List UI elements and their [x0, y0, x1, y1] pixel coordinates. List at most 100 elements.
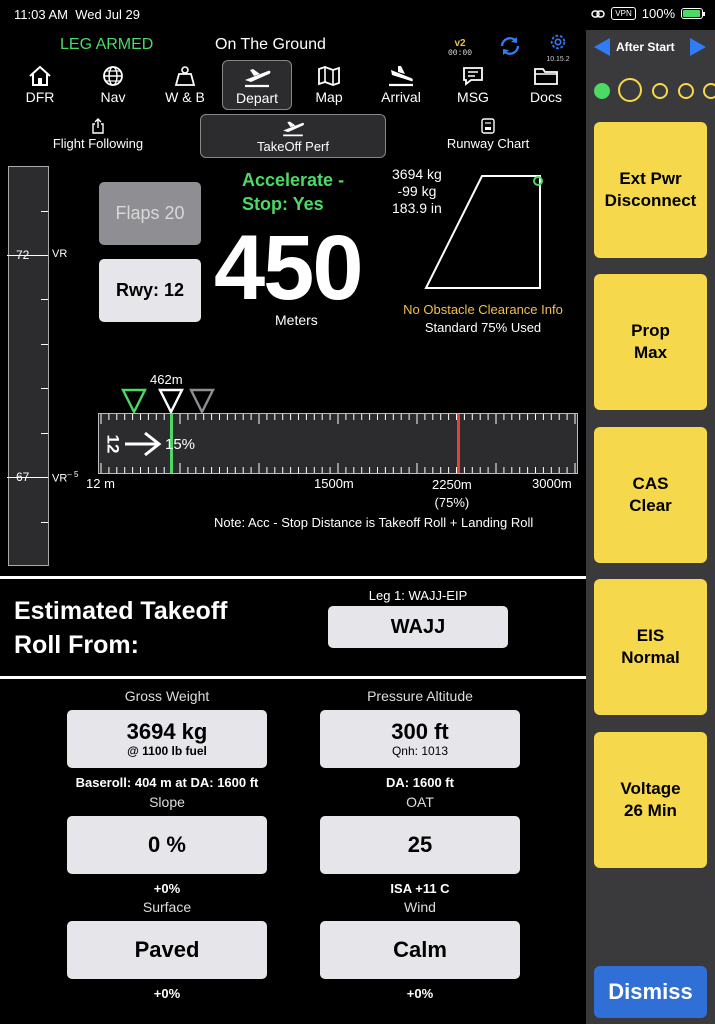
nav-arrival[interactable]: Arrival	[366, 60, 436, 110]
marker-distance: 462m	[150, 372, 183, 387]
previous-checklist-button[interactable]	[594, 38, 610, 56]
oat-note: ISA +11 C	[390, 881, 450, 896]
tape-tick	[41, 344, 48, 345]
surface-caption: Surface	[142, 899, 192, 915]
progress-dot-current	[618, 78, 642, 102]
divider	[0, 676, 586, 679]
tab-runway-chart[interactable]: Runway Chart	[430, 114, 546, 158]
nav-docs[interactable]: Docs	[511, 60, 581, 110]
progress-dot	[652, 83, 668, 99]
pressure-altitude-caption: Pressure Altitude	[367, 688, 473, 704]
wind-note: +0%	[406, 986, 434, 1001]
seventy-five-percent-line	[456, 414, 460, 473]
version-indicator[interactable]: v2 00:00	[448, 38, 473, 59]
battery-icon	[681, 8, 705, 19]
tape-tick	[41, 433, 48, 434]
tape-tick-major	[7, 477, 48, 478]
checklist-progress	[594, 78, 715, 106]
flaps-button[interactable]: Flaps 20	[99, 182, 201, 245]
chart-icon	[481, 118, 495, 134]
nav-map[interactable]: Map	[294, 60, 364, 110]
standard-info: Standard 75% Used	[424, 320, 542, 335]
scale-75: 2250m (75%)	[432, 477, 472, 510]
takeoff-icon	[245, 69, 271, 88]
share-icon	[92, 118, 104, 134]
white-marker	[158, 388, 184, 414]
gross-weight-note: Baseroll: 404 m at DA: 1600 ft	[75, 775, 259, 790]
gross-weight-field[interactable]: 3694 kg @ 1100 lb fuel	[67, 710, 267, 768]
house-icon	[29, 65, 51, 86]
link-icon	[591, 9, 606, 18]
next-checklist-button[interactable]	[690, 38, 706, 56]
main-nav: DFR Nav W & B Depart Map Arrival MSG Doc…	[0, 60, 586, 112]
surface-field[interactable]: Paved	[67, 921, 267, 979]
leg-label: Leg 1: WAJJ-EIP	[368, 588, 468, 603]
tape-value-bottom: 67	[16, 470, 30, 484]
takeoff-icon	[283, 121, 304, 137]
weight-info: 3694 kg -99 kg 183.9 in	[392, 166, 442, 216]
cg-point	[533, 176, 543, 186]
estimate-title: Estimated Takeoff Roll From:	[14, 597, 228, 659]
slope-note: +0%	[153, 881, 181, 896]
green-marker	[121, 388, 147, 414]
pressure-altitude-field[interactable]: 300 ft Qnh: 1013	[320, 710, 520, 768]
takeoff-distance-line	[169, 414, 173, 473]
arrow-right-icon	[125, 431, 162, 457]
oat-field[interactable]: 25	[320, 816, 520, 874]
runway-ruler	[100, 414, 576, 473]
obstacle-info: No Obstacle Clearance Info	[403, 302, 563, 317]
tape-tag-vr-minus: VR– 5	[52, 470, 79, 485]
progress-dot-done	[594, 83, 610, 99]
runway-button[interactable]: Rwy: 12	[99, 259, 201, 322]
tape-tick	[41, 211, 48, 212]
tab-takeoff-perf[interactable]: TakeOff Perf	[200, 114, 386, 158]
status-time: 11:03 AM Wed Jul 29	[14, 7, 140, 22]
checklist-title: After Start	[616, 40, 675, 54]
wind-field[interactable]: Calm	[320, 921, 520, 979]
airport-button[interactable]: WAJJ	[328, 606, 508, 648]
nav-msg[interactable]: MSG	[438, 60, 508, 110]
ground-status: On The Ground	[215, 36, 326, 53]
accelerate-stop-status: Accelerate - Stop: Yes	[242, 170, 345, 214]
acc-stop-note: Note: Acc - Stop Distance is Takeoff Rol…	[214, 515, 534, 530]
tape-tag-vr: VR	[52, 248, 68, 260]
nav-nav[interactable]: Nav	[78, 60, 148, 110]
scale-mid: 1500m	[314, 476, 354, 491]
gross-weight-caption: Gross Weight	[124, 688, 210, 704]
scale-start: 12 m	[86, 476, 115, 491]
tape-tick	[41, 522, 48, 523]
runway-number: 12	[103, 434, 123, 454]
nav-dfr[interactable]: DFR	[5, 60, 75, 110]
surface-note: +0%	[153, 986, 181, 1001]
vpn-badge: VPN	[611, 7, 636, 20]
status-right: VPN 100%	[591, 6, 705, 21]
settings-button[interactable]: 10.15.2	[543, 33, 573, 63]
slope-field[interactable]: 0 %	[67, 816, 267, 874]
globe-icon	[103, 66, 123, 86]
folder-icon	[534, 68, 558, 85]
checklist-header: After Start	[586, 36, 715, 60]
tab-flight-following[interactable]: Flight Following	[30, 114, 166, 158]
landing-icon	[389, 66, 413, 87]
nav-depart[interactable]: Depart	[222, 60, 292, 110]
tape-tick	[41, 388, 48, 389]
cg-envelope-diagram	[424, 175, 543, 289]
dismiss-button[interactable]: Dismiss	[594, 966, 707, 1018]
progress-dot	[678, 83, 694, 99]
leg-status: LEG ARMED	[60, 36, 154, 53]
airspeed-tape	[7, 166, 49, 566]
slope-caption: Slope	[149, 794, 185, 810]
sync-icon[interactable]	[498, 34, 522, 58]
battery-percent: 100%	[641, 6, 675, 21]
map-icon	[318, 66, 340, 86]
gear-icon	[550, 34, 566, 50]
nav-weight-balance[interactable]: W & B	[150, 60, 220, 110]
progress-dot	[703, 83, 715, 99]
runway-bar: 12 15%	[98, 413, 578, 474]
